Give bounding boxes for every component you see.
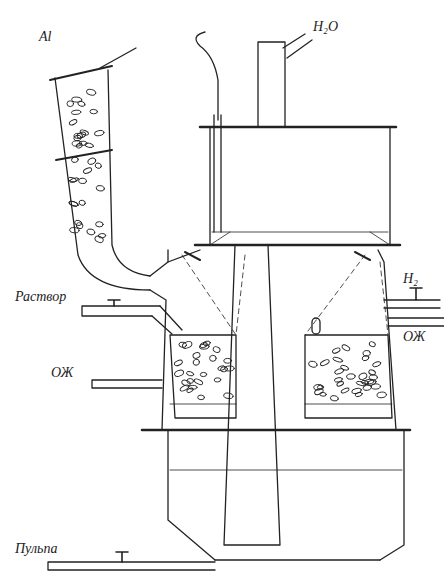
outlet-label: H₂ xyxy=(402,272,419,286)
inlet-label: Раствор xyxy=(14,290,67,304)
coolant-label: ОЖ xyxy=(402,330,426,344)
outlet-label: Пульпа xyxy=(14,542,58,556)
coolant-label: ОЖ xyxy=(50,366,74,380)
inlet-label: H₂O xyxy=(312,20,339,34)
material-label: Al xyxy=(38,30,52,44)
